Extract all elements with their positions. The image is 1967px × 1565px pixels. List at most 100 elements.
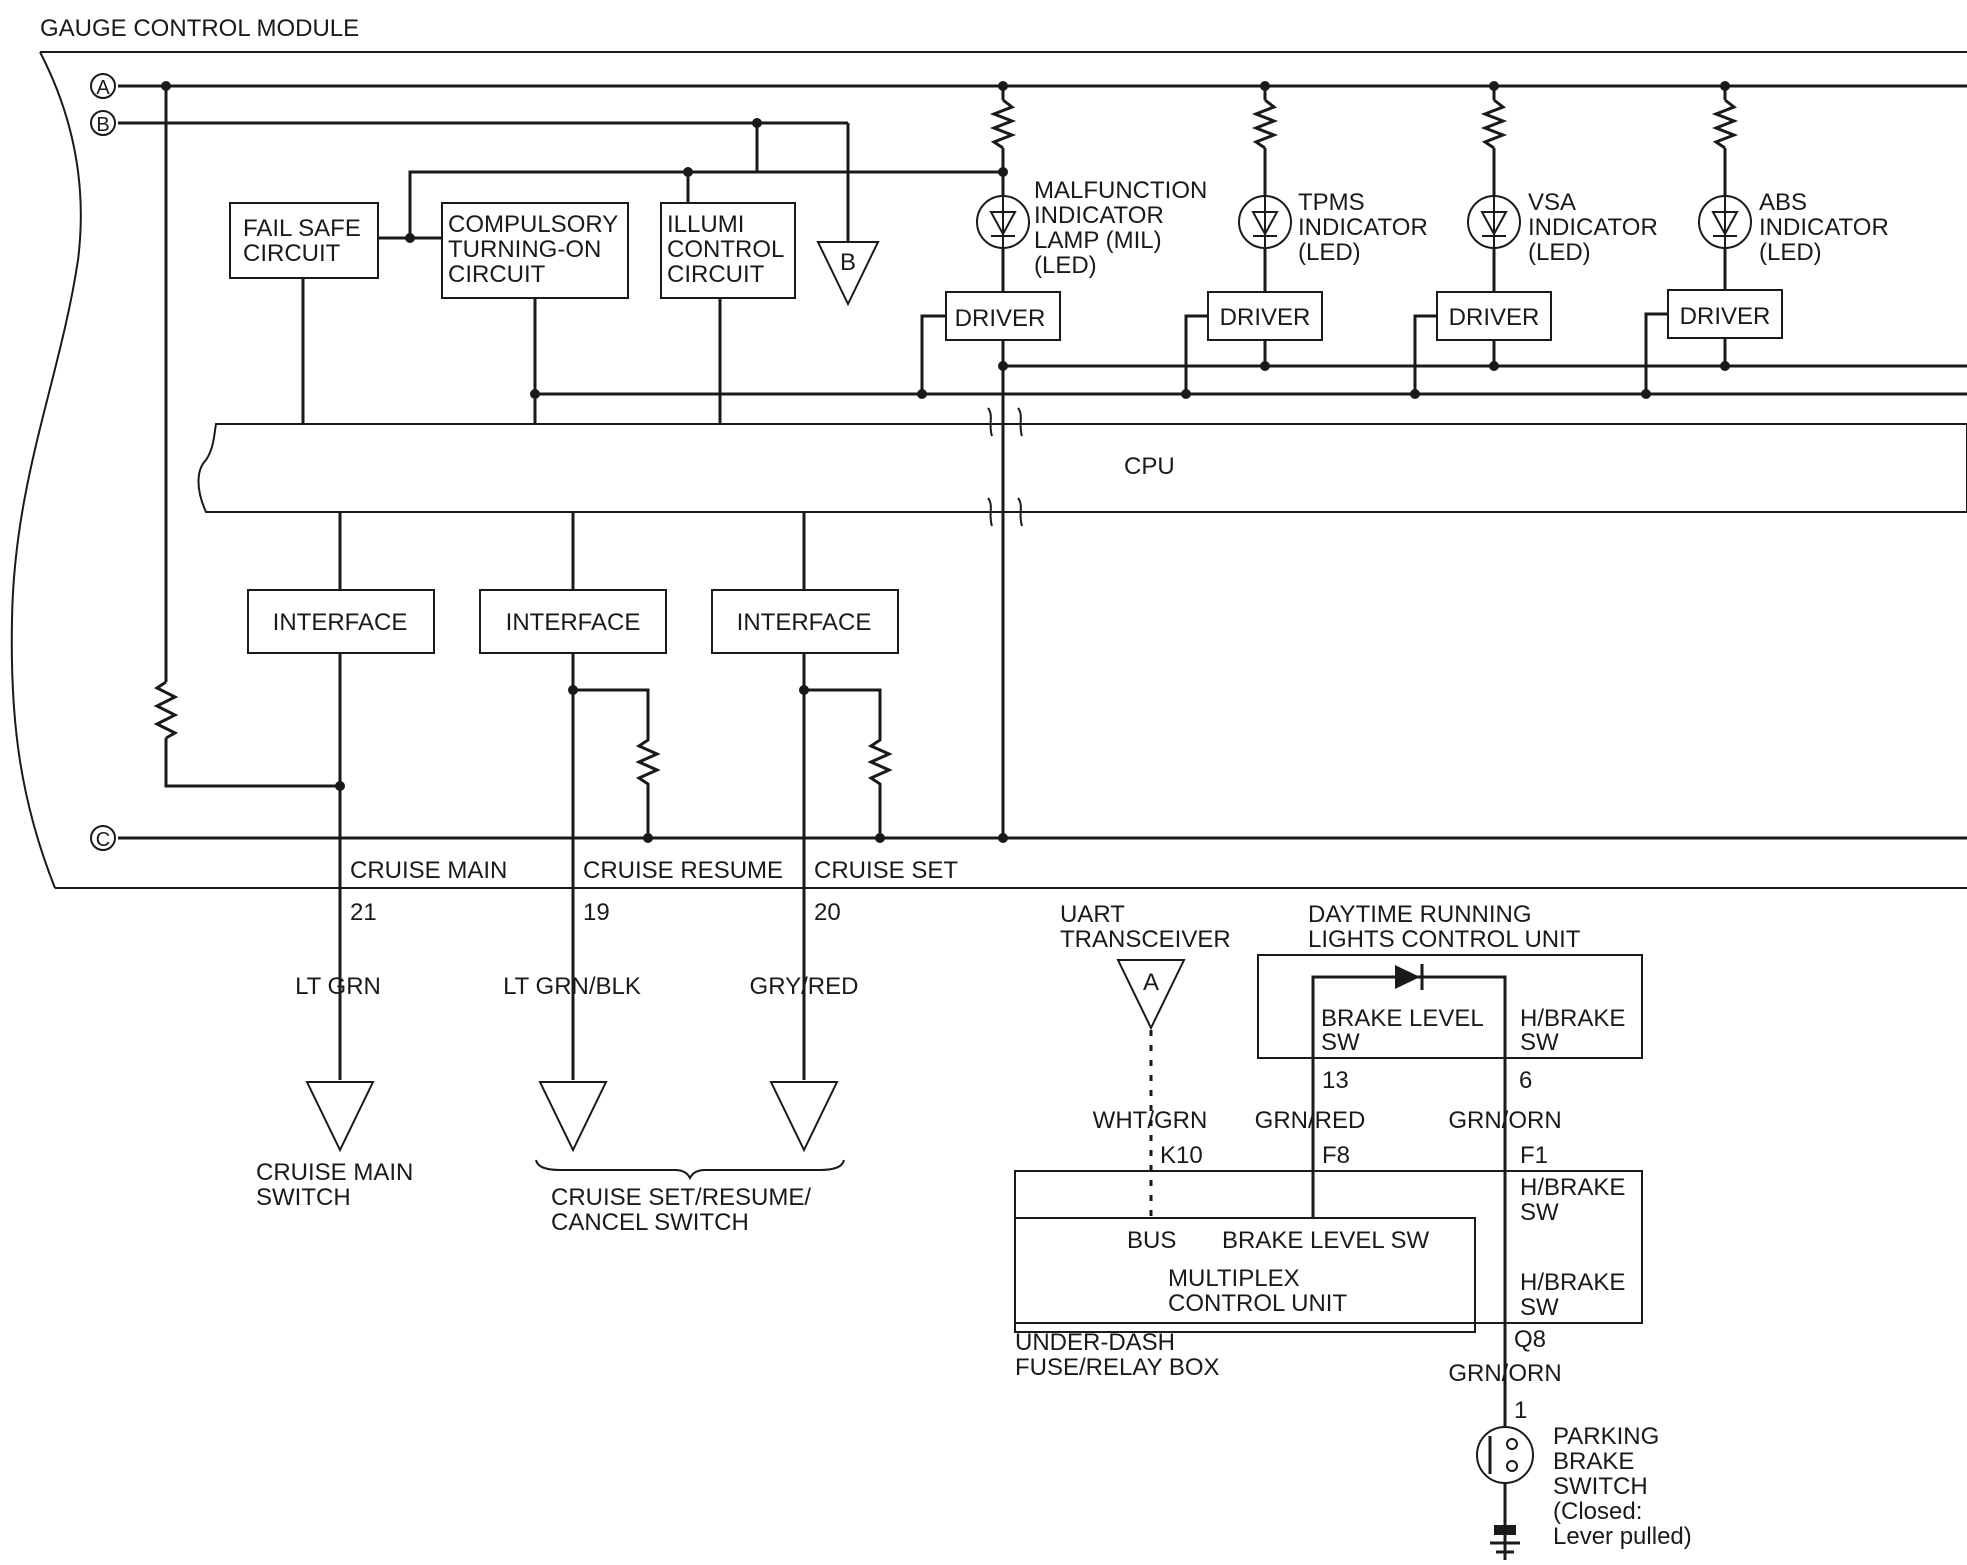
rail-junction bbox=[1641, 389, 1651, 399]
pin-q8: Q8 bbox=[1514, 1326, 1546, 1353]
wire-junction bbox=[683, 167, 693, 177]
wire-junction bbox=[161, 81, 171, 91]
input-set bbox=[711, 512, 899, 1080]
driver-box bbox=[1436, 291, 1552, 341]
cruise-main-switch-label-2: SWITCH bbox=[256, 1184, 351, 1211]
cruise-set-connector bbox=[769, 1081, 839, 1153]
rail-junction bbox=[917, 389, 927, 399]
fuse-hbrake-lower-2: SW bbox=[1520, 1294, 1559, 1321]
junction-c-mil bbox=[998, 833, 1008, 843]
parking-brake-contact-2 bbox=[1506, 1460, 1518, 1472]
uart-connector-triangle bbox=[1116, 959, 1186, 1031]
wire-lt-grn-blk: LT GRN/BLK bbox=[503, 973, 641, 1000]
b-connector-triangle bbox=[816, 241, 880, 307]
wire-junction bbox=[998, 167, 1008, 177]
indicator-tpms bbox=[1181, 81, 1323, 399]
compulsory-circuit-box bbox=[441, 202, 629, 299]
resistor bbox=[989, 98, 1017, 150]
parking-brake-label-4: (Closed: bbox=[1553, 1498, 1642, 1525]
bus-c-label: C bbox=[96, 829, 110, 851]
rail-junction bbox=[998, 361, 1008, 371]
wire-gry-red: GRY/RED bbox=[750, 973, 859, 1000]
drl-pin-6: 6 bbox=[1519, 1067, 1532, 1094]
pin-19: 19 bbox=[583, 899, 610, 926]
drl-pin-13: 13 bbox=[1322, 1067, 1349, 1094]
cruise-set-resume-label-2: CANCEL SWITCH bbox=[551, 1209, 749, 1236]
mil-driver-label: DRIVER bbox=[955, 305, 1046, 332]
cpu-label: CPU bbox=[1124, 453, 1175, 480]
vsa-label-1: VSA bbox=[1528, 189, 1576, 216]
interface-set-label: INTERFACE bbox=[737, 609, 872, 636]
vsa-driver-label: DRIVER bbox=[1449, 304, 1540, 331]
resistor bbox=[1251, 98, 1279, 150]
module-title: GAUGE CONTROL MODULE bbox=[40, 15, 359, 42]
cruise-main-switch-connector bbox=[305, 1081, 375, 1153]
illumi-label-2: CONTROL bbox=[667, 236, 784, 263]
driver-control bbox=[1184, 314, 1208, 394]
cpu-block bbox=[197, 423, 1967, 513]
bus-a-marker bbox=[90, 73, 116, 99]
pin-f1: F1 bbox=[1520, 1142, 1548, 1169]
mil-label-1: MALFUNCTION bbox=[1034, 177, 1207, 204]
compulsory-label-3: CIRCUIT bbox=[448, 261, 546, 288]
uart-wire-color: WHT/GRN bbox=[1093, 1107, 1208, 1134]
drl-title-2: LIGHTS CONTROL UNIT bbox=[1308, 926, 1581, 953]
driver-control bbox=[1413, 314, 1437, 394]
rail-junction bbox=[1181, 389, 1191, 399]
cpu-break-marks bbox=[987, 407, 1023, 527]
multiplex-label-1: MULTIPLEX bbox=[1168, 1265, 1300, 1292]
wire-junction bbox=[405, 233, 415, 243]
cruise-resume-connector bbox=[538, 1081, 608, 1153]
abs-driver-label: DRIVER bbox=[1680, 303, 1771, 330]
mil-label-4: (LED) bbox=[1034, 252, 1097, 279]
parking-brake-label-3: SWITCH bbox=[1553, 1473, 1648, 1500]
fail-safe-label-2: CIRCUIT bbox=[243, 240, 341, 267]
fuse-hbrake-upper-2: SW bbox=[1520, 1199, 1559, 1226]
drl-hbrake-1: H/BRAKE bbox=[1520, 1005, 1625, 1032]
drl-hbrake-2: SW bbox=[1520, 1029, 1559, 1056]
bus-b-label: B bbox=[96, 114, 109, 136]
compulsory-label-1: COMPULSORY bbox=[448, 211, 618, 238]
pin-1: 1 bbox=[1514, 1397, 1527, 1424]
parking-brake-label-5: Lever pulled) bbox=[1553, 1523, 1692, 1550]
abs-label-3: (LED) bbox=[1759, 239, 1822, 266]
wire-lt-grn: LT GRN bbox=[295, 973, 381, 1000]
vsa-label-3: (LED) bbox=[1528, 239, 1591, 266]
drl-unit-box bbox=[1257, 954, 1643, 1059]
rail-junction bbox=[1720, 361, 1730, 371]
pin-20: 20 bbox=[814, 899, 841, 926]
multiplex-unit-box bbox=[1014, 1217, 1476, 1333]
uart-pin-k10: K10 bbox=[1160, 1142, 1203, 1169]
indicator-mil bbox=[917, 81, 1061, 399]
resistor bbox=[153, 680, 179, 740]
tpms-label-1: TPMS bbox=[1298, 189, 1365, 216]
wire-grn-orn-top: GRN/ORN bbox=[1448, 1107, 1561, 1134]
bus-b-marker bbox=[90, 110, 116, 136]
fuse-hbrake-lower-1: H/BRAKE bbox=[1520, 1269, 1625, 1296]
tpms-label-3: (LED) bbox=[1298, 239, 1361, 266]
interface-resume-label: INTERFACE bbox=[506, 609, 641, 636]
drl-brake-level-1: BRAKE LEVEL bbox=[1321, 1005, 1484, 1032]
ground-plate bbox=[1494, 1525, 1516, 1535]
illumi-label-3: CIRCUIT bbox=[667, 261, 765, 288]
switch-brace bbox=[535, 1159, 845, 1181]
signal-cruise-set: CRUISE SET bbox=[814, 857, 958, 884]
cruise-set-resume-label-1: CRUISE SET/RESUME/ bbox=[551, 1184, 811, 1211]
driver-control bbox=[1644, 312, 1668, 394]
rail-junction bbox=[1489, 361, 1499, 371]
illumi-label-1: ILLUMI bbox=[667, 211, 744, 238]
illumi-circuit-box bbox=[660, 202, 796, 299]
multiplex-label-2: CONTROL UNIT bbox=[1168, 1290, 1347, 1317]
fail-safe-label-1: FAIL SAFE bbox=[243, 215, 361, 242]
parking-brake-contact-1 bbox=[1506, 1438, 1518, 1450]
vsa-label-2: INDICATOR bbox=[1528, 214, 1658, 241]
fail-safe-circuit-box bbox=[229, 202, 379, 279]
wire-grn-orn-bottom: GRN/ORN bbox=[1448, 1360, 1561, 1387]
mil-label-2: INDICATOR bbox=[1034, 202, 1164, 229]
input-resume bbox=[479, 512, 667, 1080]
abs-label-2: INDICATOR bbox=[1759, 214, 1889, 241]
parking-brake-label-2: BRAKE bbox=[1553, 1448, 1634, 1475]
pin-f8: F8 bbox=[1322, 1142, 1350, 1169]
drl-diode-arrow bbox=[1395, 965, 1420, 989]
fuse-box-title-1: UNDER-DASH bbox=[1015, 1329, 1175, 1356]
